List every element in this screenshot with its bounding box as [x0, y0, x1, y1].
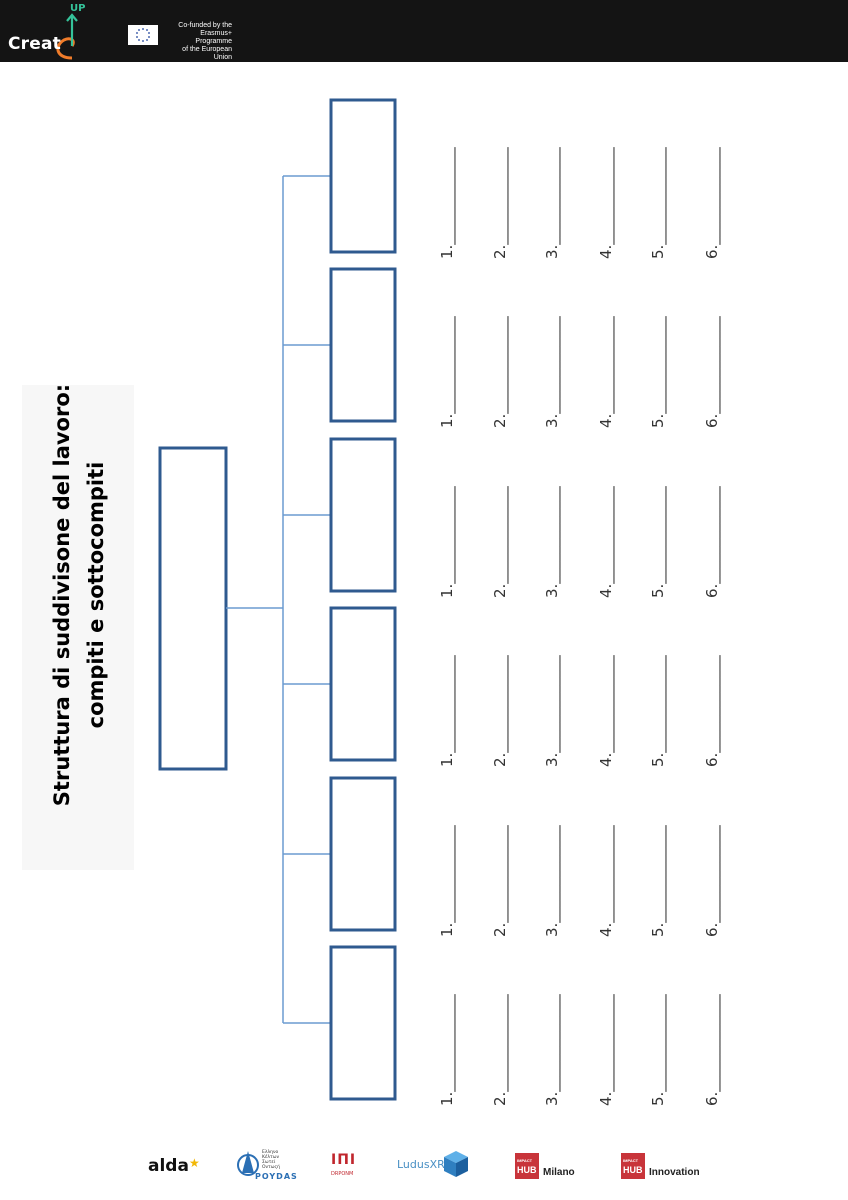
title-background — [22, 385, 134, 870]
task-box — [329, 267, 397, 423]
subtask-number: 1._____________ — [438, 655, 456, 767]
subtask-number: 5._____________ — [649, 994, 667, 1106]
subtask-number: 1._____________ — [438, 316, 456, 428]
subtask-number: 2._____________ — [491, 486, 509, 598]
subtask-number: 6._____________ — [703, 825, 721, 937]
subtask-number: 5._____________ — [649, 147, 667, 259]
task-box — [329, 606, 397, 762]
impact-hub-innovation-name: Innovation — [649, 1167, 700, 1178]
subtask-number: 3._____________ — [543, 316, 561, 428]
subtask-number: 2._____________ — [491, 316, 509, 428]
alda-logo: alda★ — [148, 1156, 200, 1176]
subtask-number: 4._____________ — [597, 316, 615, 428]
subtask-number: 1._____________ — [438, 486, 456, 598]
subtask-number: 5._____________ — [649, 825, 667, 937]
subtask-number: 4._____________ — [597, 825, 615, 937]
subtask-number: 4._____________ — [597, 486, 615, 598]
arrow-up-icon — [56, 13, 78, 60]
subtask-number: 2._____________ — [491, 655, 509, 767]
subtask-number: 6._____________ — [703, 486, 721, 598]
task-box — [329, 945, 397, 1101]
header-bar: Creat UP Co-funded by the Erasmus+ Progr… — [0, 0, 848, 62]
subtask-number: 1._____________ — [438, 147, 456, 259]
subtask-number: 4._____________ — [597, 994, 615, 1106]
subtask-number: 3._____________ — [543, 655, 561, 767]
subtask-number: 4._____________ — [597, 655, 615, 767]
subtask-number: 2._____________ — [491, 147, 509, 259]
eu-cofunded-text: Co-funded by the Erasmus+ Programme of t… — [178, 22, 232, 61]
subtask-number: 2._____________ — [491, 994, 509, 1106]
drponm-logo-mark: ΙΠΙ — [331, 1152, 357, 1168]
eu-flag-icon — [128, 25, 158, 45]
task-box — [329, 776, 397, 932]
poydas-logo: POYDAS — [255, 1172, 298, 1181]
subtask-number: 4._____________ — [597, 147, 615, 259]
subtask-number: 3._____________ — [543, 994, 561, 1106]
drponm-logo: DRPONM — [331, 1171, 354, 1177]
cube-icon — [444, 1151, 468, 1177]
impact-hub-milano-name: Milano — [543, 1167, 575, 1178]
subtask-number: 6._____________ — [703, 316, 721, 428]
subtask-number: 3._____________ — [543, 147, 561, 259]
subtask-number: 5._____________ — [649, 316, 667, 428]
subtask-number: 5._____________ — [649, 486, 667, 598]
root-task-box — [158, 446, 228, 771]
logo-up-text: UP — [70, 3, 86, 14]
ludusxr-logo: LudusXR — [397, 1158, 445, 1171]
subtask-number: 6._____________ — [703, 147, 721, 259]
subtask-number: 1._____________ — [438, 994, 456, 1106]
task-box — [329, 437, 397, 593]
subtask-number: 6._____________ — [703, 994, 721, 1106]
subtask-number: 6._____________ — [703, 655, 721, 767]
subtask-number: 2._____________ — [491, 825, 509, 937]
createup-logo: Creat — [8, 34, 61, 54]
task-box — [329, 98, 397, 254]
subtask-number: 3._____________ — [543, 825, 561, 937]
subtask-number: 3._____________ — [543, 486, 561, 598]
poydas-logo-icon — [237, 1151, 259, 1176]
subtask-number: 5._____________ — [649, 655, 667, 767]
subtask-number: 1._____________ — [438, 825, 456, 937]
